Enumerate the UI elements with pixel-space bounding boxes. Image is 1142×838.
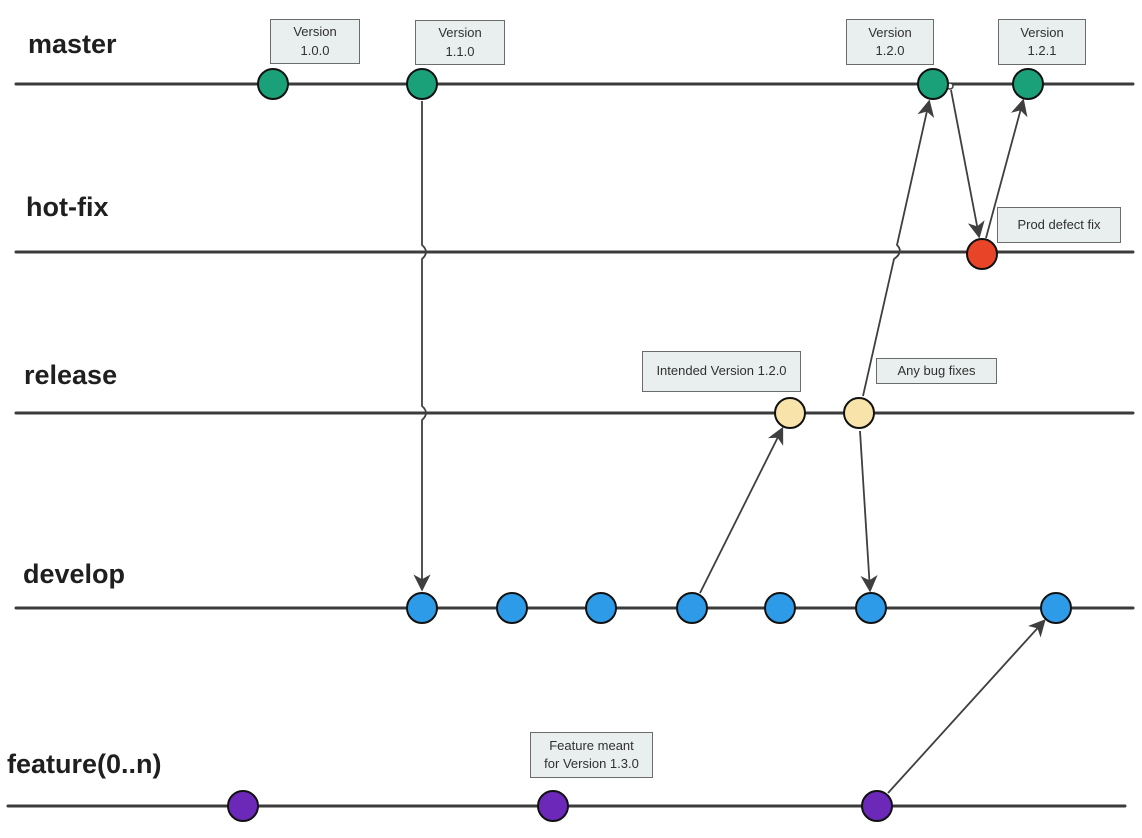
commit-master-1-1-0 (406, 68, 438, 100)
branch-label-hotfix: hot-fix (26, 192, 109, 222)
commit-release-2 (843, 397, 875, 429)
connectors (413, 82, 1046, 794)
commit-feature-3 (861, 790, 893, 822)
connector-master-to-hotfix (950, 89, 985, 239)
branch-label-master: master (28, 29, 117, 59)
connector-release-to-develop (859, 430, 878, 593)
commit-release-1 (774, 397, 806, 429)
annotation-version-1-2-0: Version 1.2.0 (846, 19, 934, 65)
commit-hotfix-prod-defect-fix (966, 238, 998, 270)
commit-master-1-0-0 (257, 68, 289, 100)
connector-master-1-1-0-to-develop (413, 101, 431, 592)
annotation-intended-version: Intended Version 1.2.0 (642, 351, 801, 392)
connector-hotfix-to-master-1-2-1 (985, 98, 1028, 239)
commit-master-1-2-0 (917, 68, 949, 100)
commit-nodes (227, 68, 1072, 822)
annotation-feature-meant: Feature meant for Version 1.3.0 (530, 732, 653, 778)
commit-develop-6 (855, 592, 887, 624)
commit-develop-4 (676, 592, 708, 624)
commit-develop-1 (406, 592, 438, 624)
branch-label-feature: feature(0..n) (7, 749, 162, 779)
commit-master-1-2-1 (1012, 68, 1044, 100)
annotation-version-1-1-0: Version 1.1.0 (415, 20, 505, 65)
annotation-any-bug-fixes: Any bug fixes (876, 358, 997, 384)
commit-feature-2 (537, 790, 569, 822)
connector-release-to-master-1-2-0 (862, 99, 935, 397)
commit-develop-7 (1040, 592, 1072, 624)
commit-develop-5 (764, 592, 796, 624)
branch-label-release: release (24, 360, 118, 390)
connector-feature-to-develop (887, 619, 1046, 794)
branch-lines (6, 82, 1135, 808)
branch-label-develop: develop (23, 559, 126, 589)
annotation-version-1-0-0: Version 1.0.0 (270, 19, 360, 64)
commit-develop-3 (585, 592, 617, 624)
connector-develop-to-release (699, 426, 784, 594)
commit-develop-2 (496, 592, 528, 624)
commit-feature-1 (227, 790, 259, 822)
annotation-prod-defect-fix: Prod defect fix (997, 207, 1121, 243)
annotation-version-1-2-1: Version 1.2.1 (998, 19, 1086, 65)
